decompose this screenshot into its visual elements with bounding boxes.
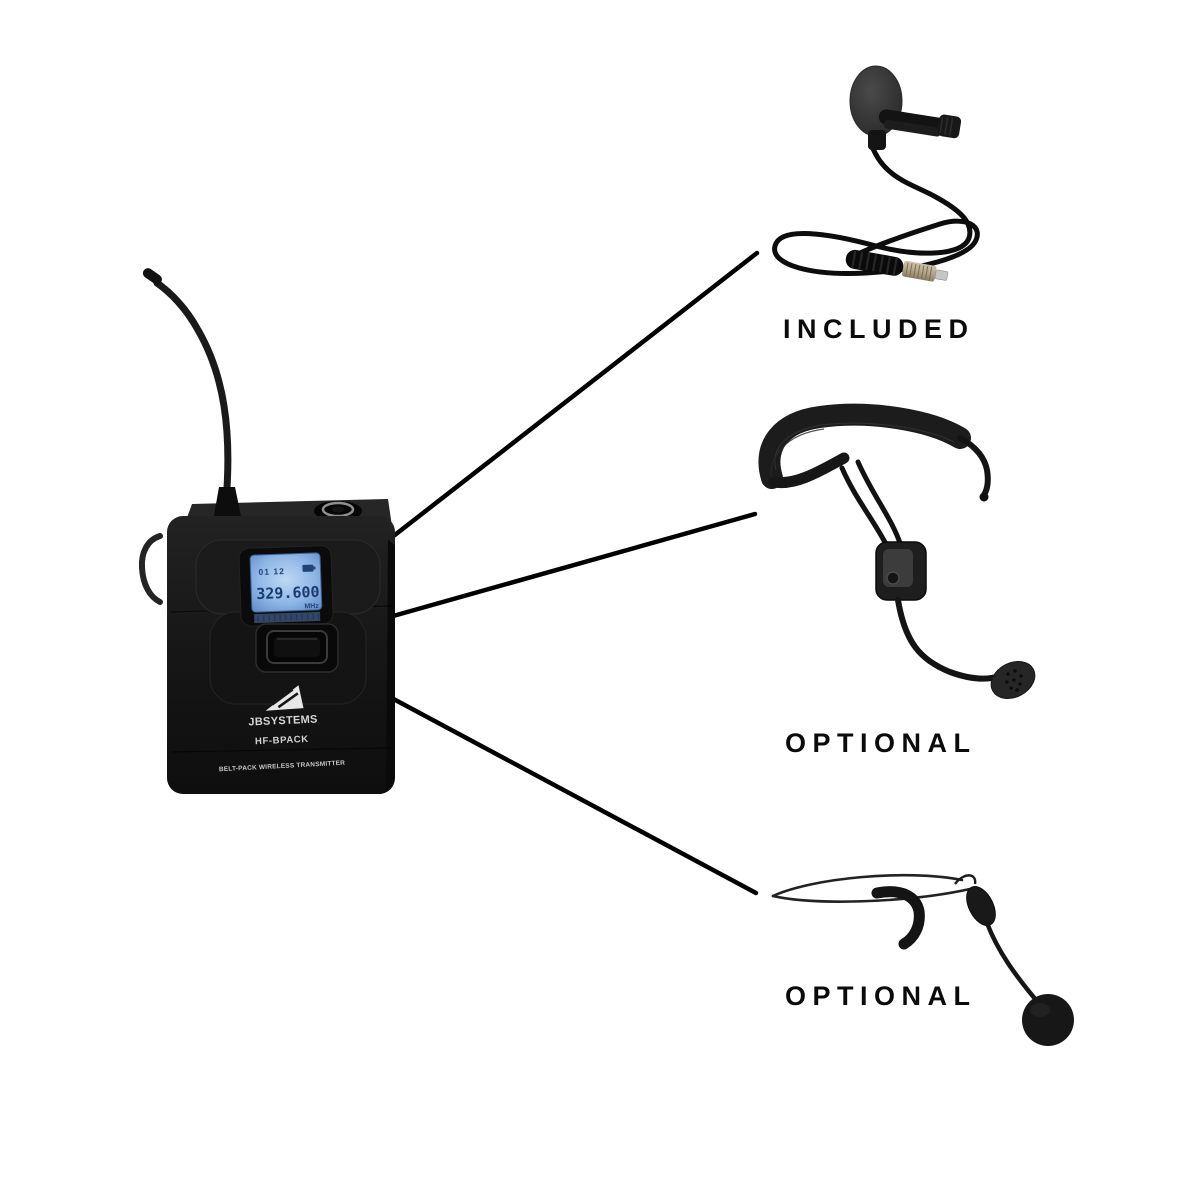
included-label: INCLUDED — [783, 314, 975, 344]
earhook-wire-top — [771, 873, 964, 898]
jack-plug-tip — [934, 269, 949, 281]
optional-headset-label: OPTIONAL — [785, 728, 977, 758]
earhook-wire-twist — [954, 874, 977, 885]
lcd-frequency: 329.600 — [256, 583, 320, 603]
headset-mic-illustration — [758, 403, 1036, 699]
lavalier-mic-body — [868, 130, 886, 150]
headset-cable-left — [839, 465, 891, 551]
earhook-mic-illustration — [771, 873, 1074, 1046]
earhook-boom — [984, 920, 1039, 1003]
optional-earhook-label: OPTIONAL — [785, 981, 977, 1011]
headset-adjuster-screw — [886, 571, 900, 585]
antenna — [153, 279, 232, 506]
lavalier-mic-illustration — [772, 65, 980, 282]
headset-band-rib2 — [770, 428, 825, 485]
headset-band-end-wire — [957, 435, 991, 498]
belt-clip — [138, 533, 163, 605]
callout-line-earhook — [370, 685, 759, 896]
antenna-tip — [142, 268, 162, 285]
earhook-hook — [871, 886, 925, 950]
antenna-base — [213, 487, 242, 521]
brand-logo-icon — [265, 685, 304, 711]
lcd-unit: MHz — [304, 603, 319, 611]
brand-logo-stripes — [271, 688, 299, 709]
device-branding: JBSYSTEMS HF-BPACK — [248, 685, 318, 747]
earhook-foam-ball — [1022, 994, 1074, 1046]
headset-band-end-tip — [979, 492, 989, 502]
lavalier-clip — [878, 109, 962, 139]
headset-boom — [895, 597, 1003, 682]
callout-line-headset — [383, 511, 758, 621]
callout-lines — [370, 250, 760, 896]
headset-capsule-holes — [1005, 669, 1023, 692]
beltpack-transmitter-illustration: 01 12 329.600 MHz JBS — [138, 268, 395, 794]
device-brand-text: JBSYSTEMS — [248, 713, 318, 728]
headset-band-rib1 — [774, 422, 955, 471]
lavalier-cable — [772, 143, 980, 276]
power-button — [255, 623, 339, 673]
battery-icon-nub — [313, 566, 316, 570]
device-side-edge — [386, 540, 395, 790]
lcd-status-row: 01 12 — [258, 566, 285, 577]
earhook-foam-highlight — [1030, 1003, 1050, 1017]
battery-icon — [302, 564, 314, 572]
headset-band — [758, 403, 971, 489]
callout-line-lavalier — [379, 250, 760, 548]
device-model-text: HF-BPACK — [255, 734, 309, 747]
mic-input-jack-center — [332, 506, 344, 513]
battery-door-seam — [171, 747, 391, 753]
headset-band-fold — [768, 452, 850, 489]
lcd-ticks — [257, 613, 320, 622]
earhook-pad — [966, 886, 996, 926]
lavalier-jack-connector — [845, 249, 949, 282]
headset-cable-right — [855, 459, 904, 549]
lcd-tick-strip — [254, 611, 321, 624]
earhook-wire-bottom — [771, 887, 972, 903]
lcd-display: 01 12 329.600 MHz — [238, 545, 334, 627]
